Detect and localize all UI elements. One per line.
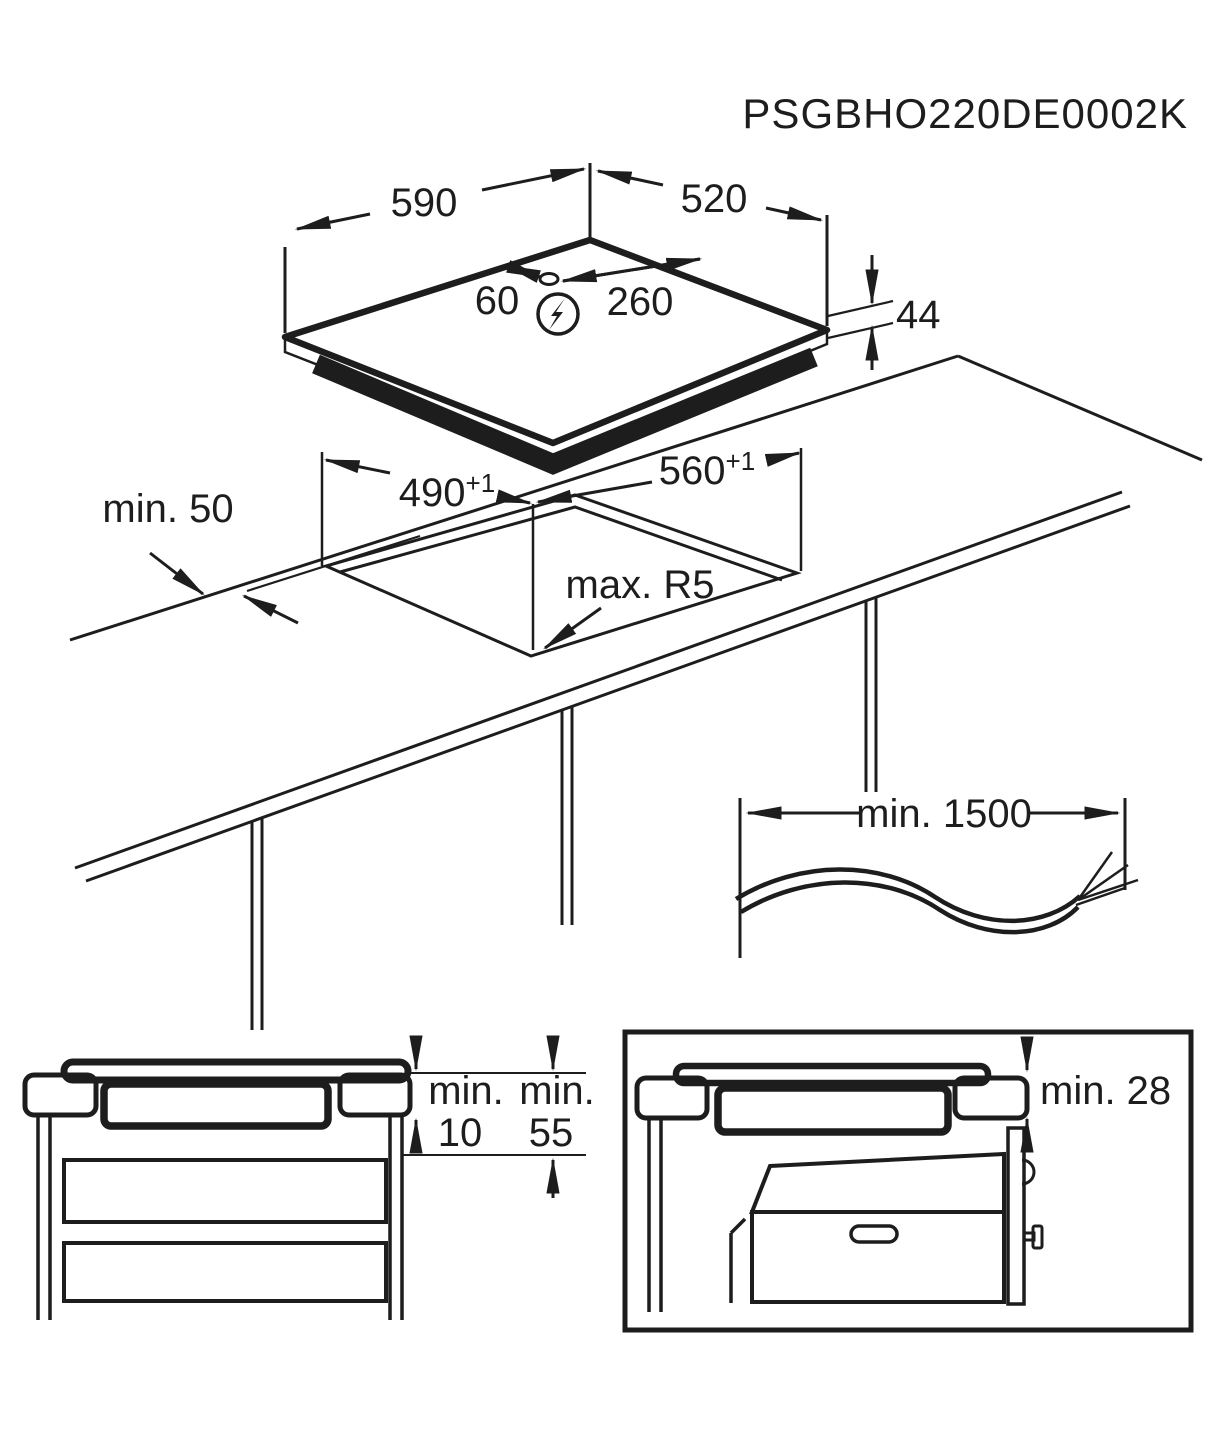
ext-line bbox=[827, 299, 894, 318]
gap-min-label: min. bbox=[428, 1069, 504, 1113]
worktop-right-piece bbox=[337, 1072, 413, 1118]
oven-clearance-view: min. 28 bbox=[622, 1029, 1194, 1333]
hob-isometric-view: 590 520 60 260 bbox=[281, 163, 941, 475]
oven-hinge-bump bbox=[1021, 1158, 1036, 1186]
cutout-opening bbox=[321, 493, 802, 658]
cutout-thickness-edge bbox=[339, 505, 783, 582]
cable-entry-point bbox=[538, 272, 560, 286]
cable-curve-top bbox=[734, 867, 1082, 924]
dim-arrow bbox=[323, 458, 391, 475]
dim-arrow bbox=[241, 594, 299, 625]
power-connection-icon bbox=[536, 292, 580, 336]
drawer-front-lower bbox=[62, 1241, 388, 1303]
built-in-oven bbox=[729, 1126, 1044, 1306]
dim-front-clearance: min. 50 bbox=[102, 487, 299, 625]
worktop-left-piece bbox=[634, 1075, 710, 1121]
dim-hob-height: 44 bbox=[827, 255, 941, 370]
cutout-width-label: 560+1 bbox=[659, 446, 755, 493]
dim-arrow bbox=[535, 480, 653, 504]
ext-line bbox=[827, 321, 894, 340]
view-frame bbox=[622, 1029, 1194, 1333]
hob-glass-section bbox=[672, 1062, 992, 1087]
dim-arrow bbox=[294, 212, 371, 231]
lightning-circle bbox=[536, 292, 580, 336]
cutout-width-tolerance: +1 bbox=[726, 446, 756, 476]
dim-hob-width: 590 bbox=[294, 167, 587, 231]
corner-radius-label: max. R5 bbox=[566, 563, 715, 607]
hob-glass-top bbox=[281, 236, 831, 447]
hob-depth-label: 520 bbox=[681, 177, 748, 221]
hob-glass-section bbox=[60, 1058, 412, 1084]
cutout-edge-extension bbox=[246, 534, 421, 593]
drawer-value-label: 55 bbox=[529, 1111, 574, 1155]
leader-arrow bbox=[543, 606, 602, 650]
oven-left-post-top bbox=[729, 1217, 747, 1235]
oven-door-handle bbox=[849, 1224, 899, 1244]
cabinet-leg-left bbox=[250, 818, 264, 1030]
dim-hob-gap: min. 10 bbox=[409, 1035, 504, 1155]
cutout-depth-value: 490 bbox=[399, 471, 466, 515]
dim-worktop-thickness: min. 28 bbox=[1020, 1036, 1171, 1153]
worktop-right-piece bbox=[952, 1075, 1030, 1121]
cutout-width-value: 560 bbox=[659, 449, 726, 493]
dim-arrow bbox=[764, 451, 802, 467]
dim-cable-offset-left: 60 bbox=[475, 260, 543, 323]
cable-stripped-wires bbox=[1076, 851, 1139, 902]
lightning-bolt-icon bbox=[549, 298, 565, 330]
cabinet-leg-right bbox=[864, 597, 878, 792]
dim-drawer-clearance: min. 55 bbox=[519, 1035, 595, 1198]
hob-width-label: 590 bbox=[391, 181, 458, 225]
dim-hob-depth: 520 bbox=[595, 169, 824, 222]
worktop-end-edge bbox=[957, 354, 1203, 462]
front-clearance-label: min. 50 bbox=[102, 487, 233, 531]
hob-body-section bbox=[714, 1084, 952, 1136]
gap-value-label: 10 bbox=[438, 1111, 483, 1155]
hob-body-section bbox=[100, 1080, 332, 1130]
oven-knob bbox=[1031, 1224, 1044, 1250]
drawer-min-label: min. bbox=[519, 1069, 595, 1113]
hob-height-label: 44 bbox=[896, 293, 941, 337]
cutout-depth-label: 490+1 bbox=[399, 468, 495, 515]
cable-curve-bottom bbox=[739, 880, 1080, 935]
cabinet-clearance-view: min. 10 min. 55 bbox=[22, 1035, 595, 1320]
worktop-cutout-view: 490+1 560+1 min. 50 max. R5 bbox=[69, 354, 1203, 1030]
oven-side-panel bbox=[1006, 1126, 1026, 1306]
dim-arrow bbox=[560, 257, 701, 283]
hob-base-band bbox=[312, 347, 818, 475]
cable-cut-face bbox=[1075, 886, 1126, 907]
corner-radius-annotation: max. R5 bbox=[543, 563, 715, 650]
model-code-label: PSGBHO220DE0002K bbox=[742, 90, 1188, 137]
dim-arrow bbox=[495, 489, 533, 505]
oven-top-face bbox=[749, 1151, 1006, 1214]
dim-arrow bbox=[765, 206, 824, 222]
worktop-left-piece bbox=[22, 1072, 99, 1118]
dim-arrow bbox=[149, 551, 205, 596]
dim-arrow bbox=[506, 260, 543, 279]
oven-front-face bbox=[750, 1210, 1006, 1304]
dim-cutout-depth: 490+1 bbox=[320, 452, 533, 566]
worktop-thickness-label: min. 28 bbox=[1040, 1069, 1171, 1113]
drawer-front-upper bbox=[62, 1158, 388, 1224]
cable-offset-right-label: 260 bbox=[607, 280, 674, 324]
cabinet-leg-middle bbox=[560, 707, 574, 925]
cutout-depth-tolerance: +1 bbox=[466, 468, 496, 498]
dim-arrow bbox=[595, 169, 664, 187]
dim-cable-offset-right: 260 bbox=[560, 257, 703, 324]
cable-length-label: min. 1500 bbox=[856, 792, 1032, 836]
cable-offset-left-label: 60 bbox=[475, 279, 520, 323]
dim-arrow bbox=[481, 167, 587, 192]
worktop-front-edge-bottom bbox=[85, 504, 1131, 883]
power-cable-view: min. 1500 bbox=[734, 792, 1139, 958]
dim-cutout-width: 560+1 bbox=[535, 446, 803, 571]
worktop-front-edge-top bbox=[74, 490, 1123, 870]
